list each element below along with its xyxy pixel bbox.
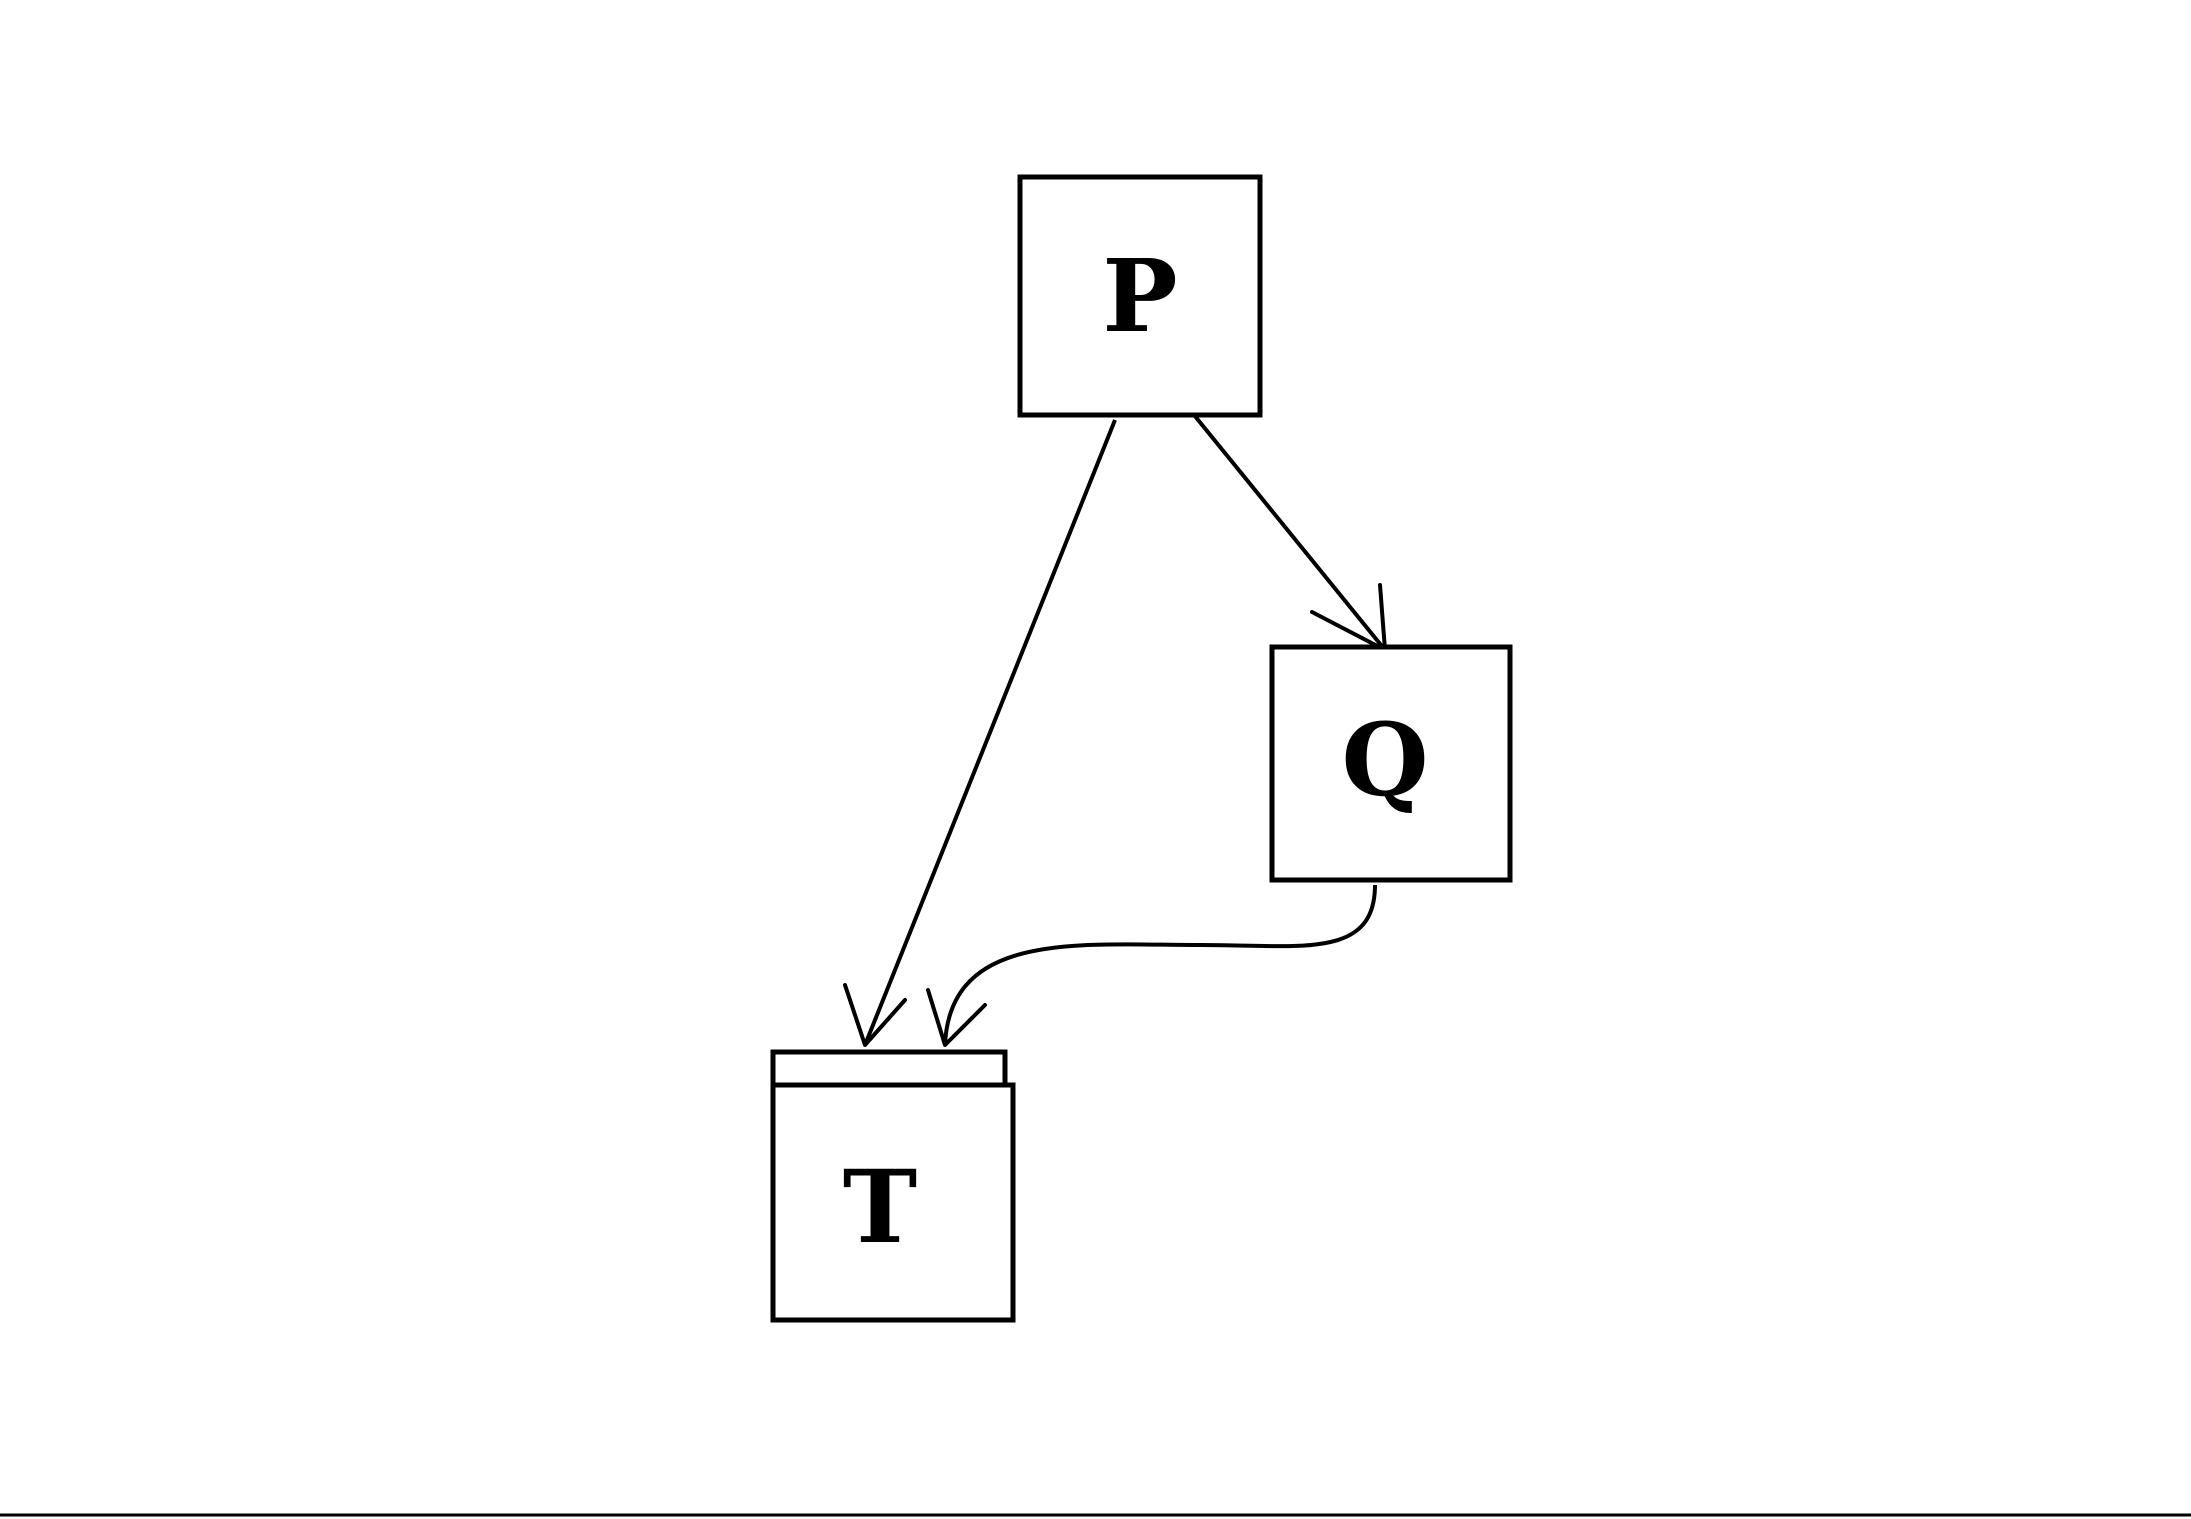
edge-p-to-q-arrowhead xyxy=(1310,583,1387,652)
edge-p-to-t-line xyxy=(863,419,1117,1046)
edge-p-to-t xyxy=(843,419,1117,1047)
edge-q-to-t xyxy=(926,884,1377,1047)
node-p-label: P xyxy=(1102,237,1177,355)
node-t-label: T xyxy=(843,1148,917,1266)
node-p-box xyxy=(1017,174,1263,418)
node-t: T xyxy=(770,1049,1016,1323)
node-q: Q xyxy=(1269,644,1513,883)
edge-q-to-t-arrowhead xyxy=(926,988,987,1047)
node-t-box xyxy=(770,1082,1016,1323)
edge-q-to-t-line xyxy=(943,884,1377,1046)
edge-p-to-t-arrowhead xyxy=(843,983,907,1047)
node-p: P xyxy=(1017,174,1263,418)
edge-p-to-q-line xyxy=(1188,408,1387,652)
node-q-box xyxy=(1269,644,1513,883)
node-q-label: Q xyxy=(1341,701,1428,819)
edge-p-to-q xyxy=(1188,408,1387,652)
